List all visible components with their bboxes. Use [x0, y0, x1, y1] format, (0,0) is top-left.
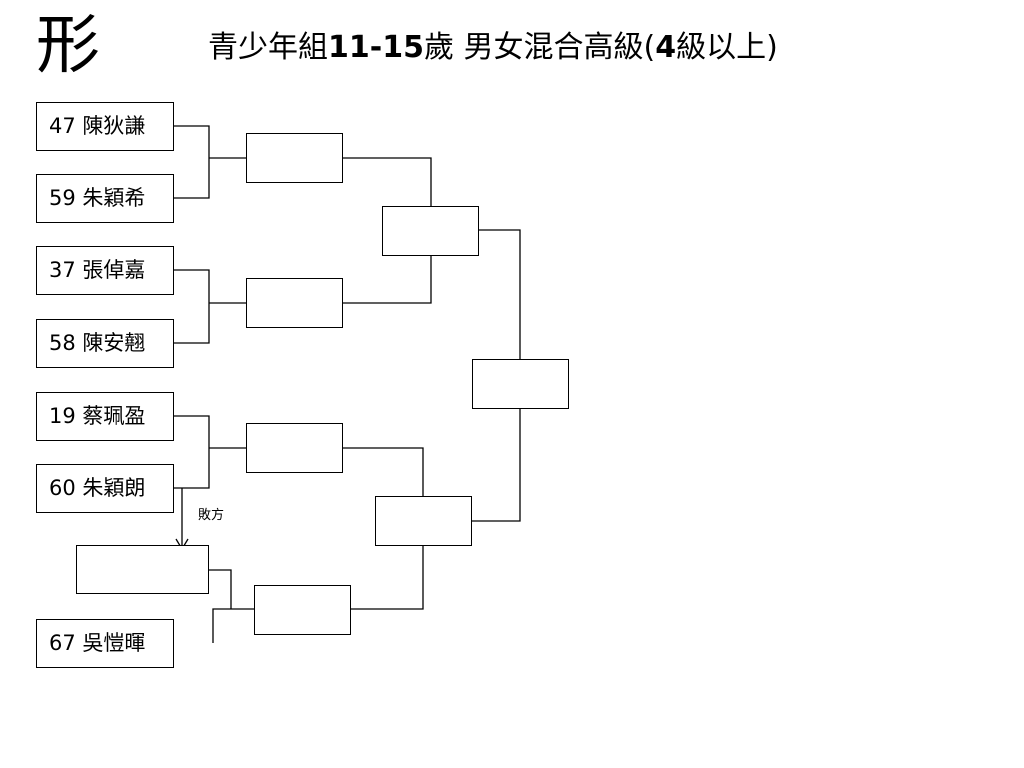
match-box-semifinal-1 — [382, 206, 479, 256]
loser-label: 敗方 — [198, 508, 225, 523]
player-number: 58 — [49, 331, 76, 355]
page-title: 青少年組11-15歲 男女混合高級(4級以上) — [208, 28, 778, 68]
title-age-range: 11-15 — [328, 30, 424, 65]
title-part-2: 歲 男女混合高級( — [423, 30, 656, 65]
player-number: 19 — [49, 404, 76, 428]
match-box-round1-3 — [246, 423, 343, 473]
player-number: 59 — [49, 186, 76, 210]
player-number: 67 — [49, 631, 76, 655]
connector-loser-67 — [208, 569, 254, 643]
title-part-3: 級以上) — [676, 30, 778, 65]
connector-19-60 — [174, 415, 246, 489]
player-name: 陳安翹 — [82, 331, 146, 355]
loser-slot-box — [76, 545, 209, 594]
page-character: 形 — [36, 9, 100, 83]
player-number: 47 — [49, 114, 76, 138]
connector-37-58 — [174, 269, 246, 344]
player-box-67: 67 吳愷暉 — [36, 619, 174, 668]
connector-final — [471, 229, 521, 522]
connector-47-59 — [174, 125, 246, 199]
match-box-semifinal-2 — [375, 496, 472, 546]
player-name: 蔡珮盈 — [82, 404, 146, 428]
player-box-37: 37 張倬嘉 — [36, 246, 174, 295]
match-box-round1-2 — [246, 278, 343, 328]
connector-semi-2 — [342, 447, 424, 610]
match-box-round1-4 — [254, 585, 351, 635]
title-part-1: 青少年組 — [208, 30, 328, 65]
connector-semi-1 — [342, 157, 432, 304]
player-name: 朱穎朗 — [82, 476, 146, 500]
player-name: 張倬嘉 — [82, 258, 146, 282]
player-number: 60 — [49, 476, 76, 500]
player-name: 吳愷暉 — [82, 631, 146, 655]
player-box-47: 47 陳狄謙 — [36, 102, 174, 151]
match-box-round1-1 — [246, 133, 343, 183]
title-level: 4 — [655, 30, 677, 65]
player-name: 朱穎希 — [82, 186, 146, 210]
player-box-60: 60 朱穎朗 — [36, 464, 174, 513]
player-box-58: 58 陳安翹 — [36, 319, 174, 368]
match-box-final — [472, 359, 569, 409]
player-number: 37 — [49, 258, 76, 282]
player-box-59: 59 朱穎希 — [36, 174, 174, 223]
player-name: 陳狄謙 — [82, 114, 146, 138]
player-box-19: 19 蔡珮盈 — [36, 392, 174, 441]
